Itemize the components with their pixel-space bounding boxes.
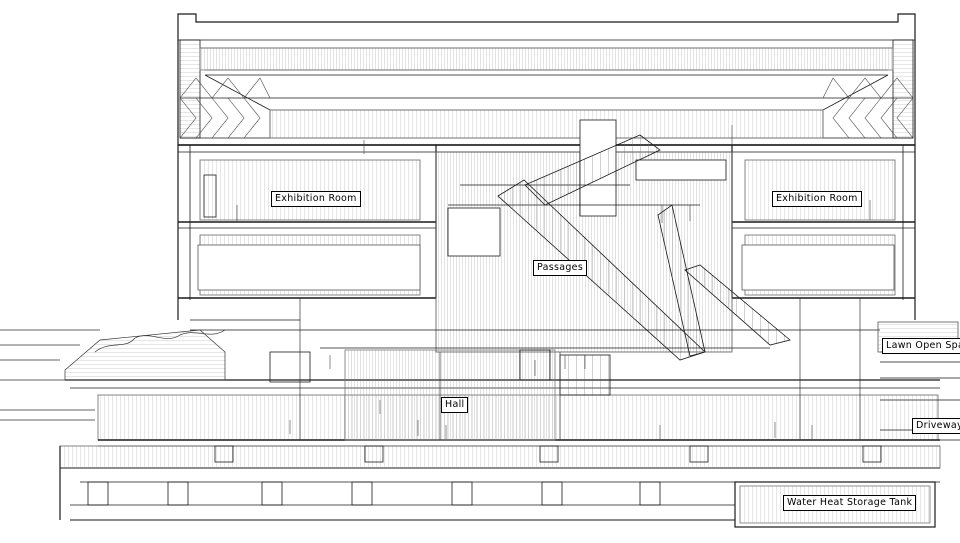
label-water-heat-storage-tank: Water Heat Storage Tank [783, 495, 917, 511]
roof-truss [177, 13, 916, 146]
people-figures [236, 125, 871, 439]
exhibition-floors [177, 144, 916, 320]
columns [299, 298, 861, 440]
label-exhibition-room-right: Exhibition Room [772, 191, 862, 207]
roof-garden-left [0, 329, 226, 421]
label-driveway: Driveway [912, 418, 960, 434]
label-passages: Passages [533, 260, 588, 276]
escalators [497, 134, 791, 361]
label-lawn-open-space: Lawn Open Space [882, 338, 960, 354]
label-hall: Hall [441, 397, 469, 413]
label-exhibition-room-left: Exhibition Room [271, 191, 361, 207]
foundation [59, 445, 941, 528]
